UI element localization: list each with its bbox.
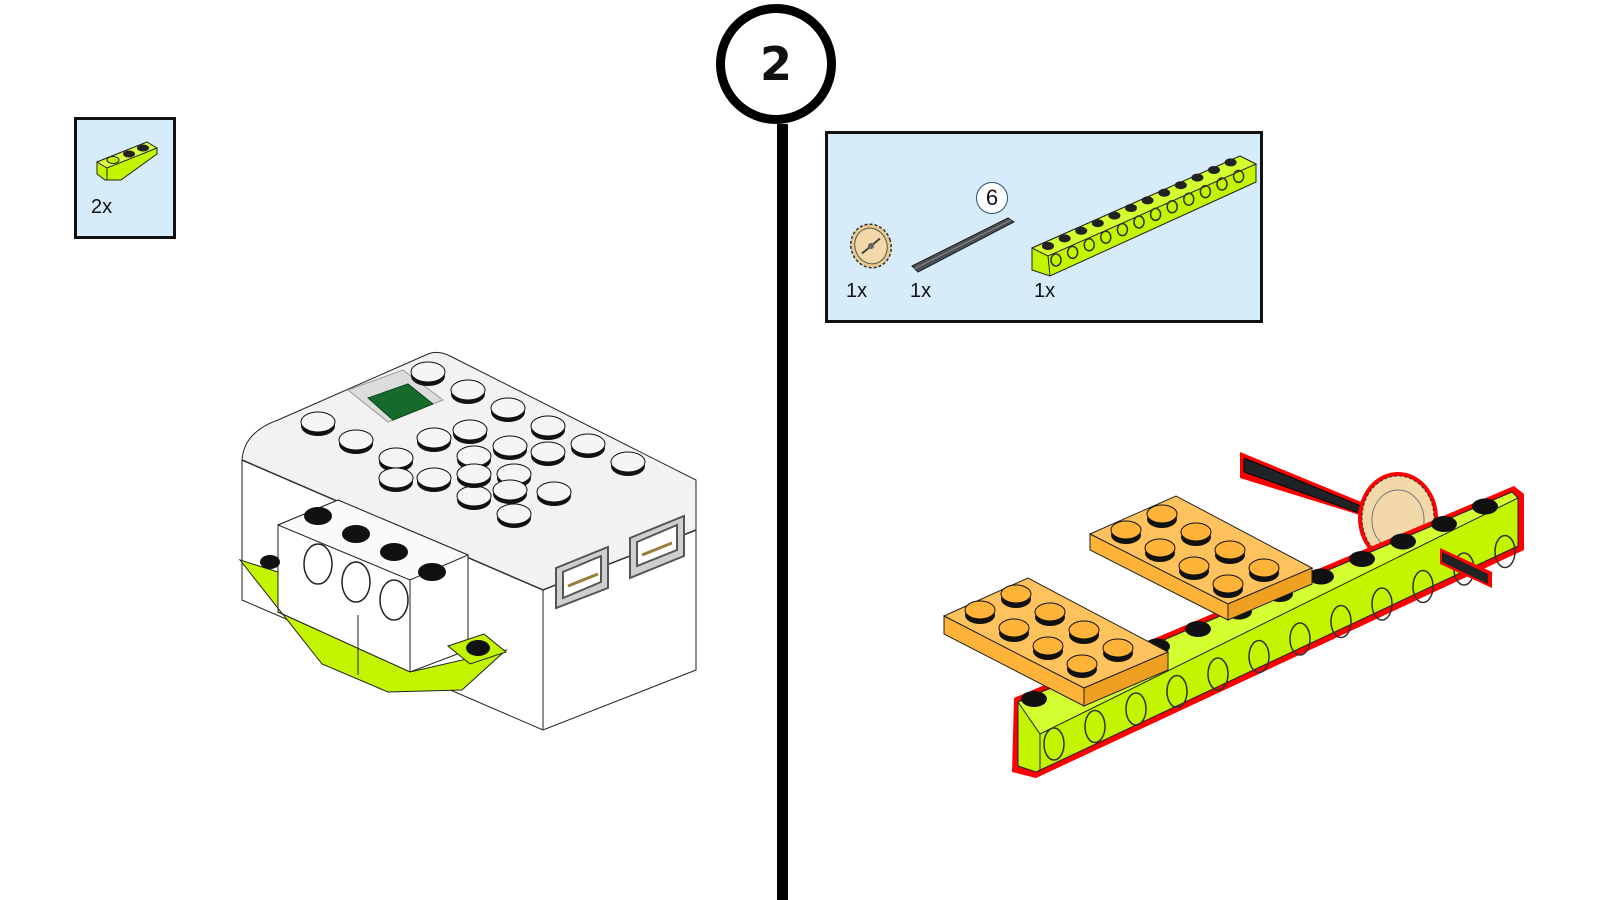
beam-hole (1199, 184, 1212, 199)
plate-stud-top (998, 618, 1030, 638)
plate-stud-top (1248, 558, 1280, 578)
beam-stud (1058, 234, 1071, 243)
plate-stud-top (1068, 620, 1100, 640)
beam-stud (1208, 166, 1220, 174)
hub-stud-top (456, 485, 492, 507)
beam-hole (1050, 253, 1062, 267)
beam-hole (1066, 245, 1079, 260)
beam-stud (1075, 226, 1088, 235)
lime-inverted-slope-brick-icon (95, 141, 159, 181)
beam-hole (1084, 709, 1106, 744)
beam-hole (1083, 238, 1095, 252)
plate-stud-top (964, 600, 996, 620)
beam-hole (1125, 692, 1147, 726)
beam-hole (1216, 177, 1228, 191)
plate-stud-top (1144, 538, 1176, 558)
hub-stud-top (570, 433, 606, 455)
beam-stud (1191, 173, 1204, 182)
plate-stud-top (1110, 520, 1142, 540)
beam-hole (1207, 657, 1229, 691)
hub-stud-top (338, 429, 374, 451)
lime-technic-beam-icon (1030, 155, 1258, 277)
beam-stud (1308, 568, 1334, 585)
hub-stud-top (450, 379, 486, 401)
beam-hole (1330, 604, 1352, 639)
beam-hole (1412, 569, 1434, 604)
part-quantity: 1x (846, 280, 868, 302)
step-divider-line (777, 124, 788, 900)
plate-stud-top (1032, 636, 1064, 656)
beam-stud (1141, 196, 1154, 205)
hub-stud-top (456, 445, 492, 467)
hub-stud-top (416, 427, 452, 449)
plate-stud-top (1066, 654, 1098, 674)
beam-stud (1042, 242, 1054, 250)
tan-gear-icon (850, 223, 892, 269)
left-parts-list-box: 2x (74, 117, 176, 239)
plate-stud-top (1214, 540, 1246, 560)
hub-port-a (555, 545, 609, 610)
hub-stud-top (536, 481, 572, 503)
beam-stud (1125, 204, 1137, 212)
hub-stud-top (610, 451, 646, 473)
hub-stud-top (452, 419, 488, 441)
beam-hole (1166, 674, 1188, 709)
hub-stud-top (496, 503, 532, 525)
hub-stud-top (490, 397, 526, 419)
beam-stud (1472, 498, 1498, 515)
hub-stud-top (378, 447, 414, 469)
beam-hole (1166, 200, 1178, 214)
part-quantity: 1x (910, 280, 932, 302)
beam-gear-assembly-illustration (942, 452, 1524, 778)
beam-hole (1232, 169, 1245, 184)
beam-stud (1021, 691, 1047, 707)
beam-hole (1043, 727, 1065, 761)
hub-stud-top (410, 361, 446, 383)
plate-stud-top (1180, 522, 1212, 542)
hub-stud-top (530, 441, 566, 463)
beam-stud (1108, 211, 1121, 220)
beam-hole (1183, 192, 1195, 206)
beam-stud (1431, 516, 1457, 532)
plate-stud-top (1102, 638, 1134, 658)
right-parts-list-box: 1x 1x 6 1x (825, 131, 1263, 323)
beam-hole (1100, 230, 1112, 244)
smart-hub-assembly-illustration (238, 351, 697, 731)
axle-length: 6 (985, 185, 999, 210)
beam-hole (1289, 622, 1311, 656)
hub-port-b (629, 514, 685, 580)
plate-stud-top (1146, 504, 1178, 524)
step-number-circle: 2 (716, 4, 836, 124)
beam-stud (1224, 158, 1237, 167)
hub-stud-top (300, 411, 336, 433)
beam-stud (1185, 621, 1211, 637)
beam-hole (1371, 587, 1393, 621)
dark-grey-axle-icon (911, 217, 1015, 273)
part-quantity: 1x (1034, 280, 1056, 302)
beam-stud (1158, 188, 1171, 197)
part-quantity: 2x (91, 196, 113, 218)
hub-stud-top (530, 415, 566, 437)
beam-stud (1174, 181, 1187, 190)
plate-stud-top (1034, 602, 1066, 622)
hub-stud-top (416, 467, 452, 489)
beam-hole (1248, 639, 1270, 674)
plate-stud-top (1000, 584, 1032, 604)
beam-hole (1494, 534, 1516, 569)
beam-hole (1133, 215, 1145, 229)
axle-length-badge: 6 (976, 182, 1008, 214)
step-number: 2 (759, 37, 792, 91)
beam-stud (1349, 551, 1375, 567)
beam-stud (1091, 219, 1104, 228)
hub-stud-top (492, 435, 528, 457)
hub-stud-top (456, 463, 492, 485)
plate-stud-top (1178, 556, 1210, 576)
hub-stud-top (492, 479, 528, 501)
beam-hole (1149, 207, 1162, 222)
hub-stud-top (378, 467, 414, 489)
beam-hole (1116, 222, 1129, 237)
plate-stud-top (1212, 574, 1244, 594)
beam-stud (1390, 533, 1416, 550)
